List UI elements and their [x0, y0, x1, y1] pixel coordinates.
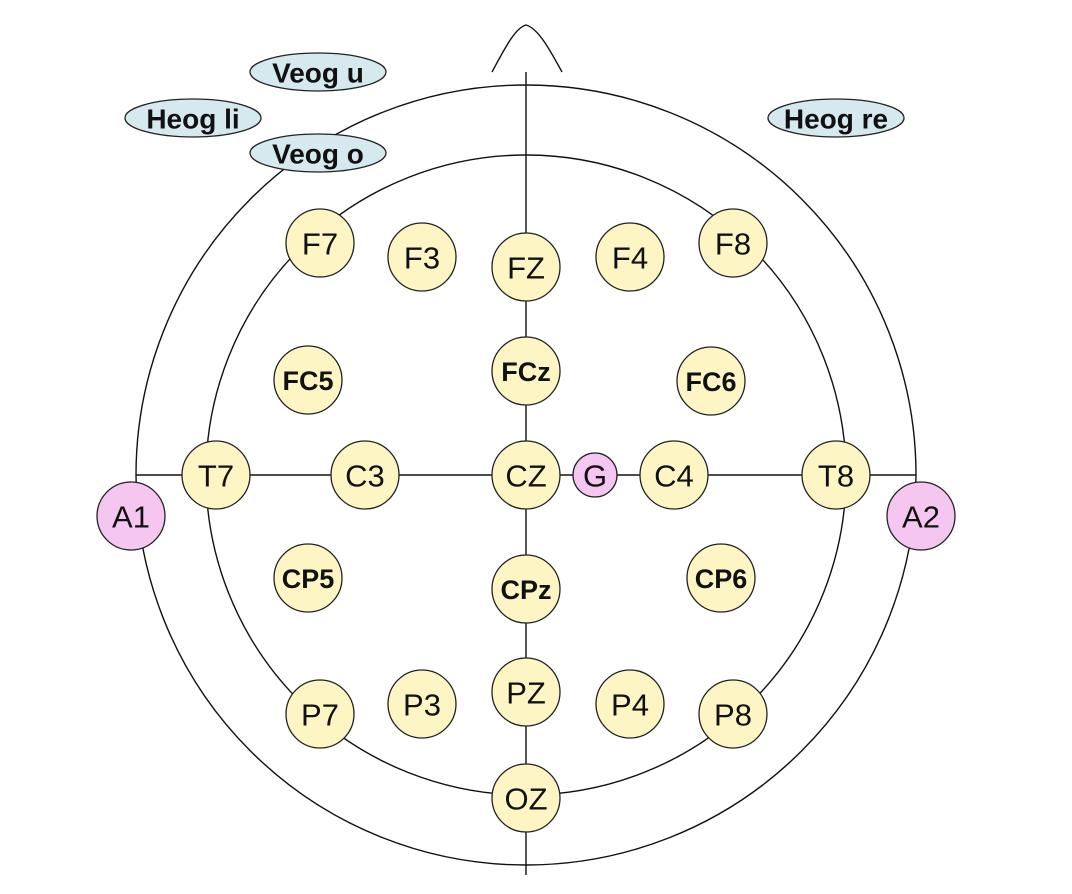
- eog-text: Heog li: [146, 104, 239, 135]
- electrode-marker: [491, 657, 561, 727]
- electrode-marker: [639, 440, 709, 510]
- eog-text: Veog o: [272, 139, 364, 170]
- electrode-f7: F7: [285, 208, 355, 278]
- electrode-marker: [491, 554, 561, 624]
- electrode-label: T8: [818, 459, 854, 494]
- electrode-label: F8: [715, 227, 751, 262]
- electrode-marker: [676, 346, 746, 416]
- electrode-marker: [686, 543, 756, 613]
- electrode-a2: A2: [886, 481, 956, 551]
- electrode-cz: CZ: [491, 440, 561, 510]
- electrode-f4: F4: [595, 222, 665, 292]
- electrode-fz: FZ: [491, 232, 561, 302]
- electrode-label: P7: [301, 698, 339, 733]
- electrode-marker: [181, 440, 251, 510]
- electrode-label: P4: [611, 688, 649, 723]
- eog-label-heog-re: Heog re: [767, 98, 905, 138]
- eog-label-veog-u: Veog u: [249, 52, 387, 92]
- electrode-fc5: FC5: [273, 345, 343, 415]
- electrode-marker: [698, 208, 768, 278]
- eog-text: Veog u: [272, 58, 364, 89]
- electrode-label: FC6: [685, 367, 736, 397]
- eog-text: Heog re: [784, 104, 888, 135]
- electrode-p4: P4: [595, 669, 665, 739]
- electrode-label: P8: [714, 698, 752, 733]
- electrode-p7: P7: [285, 679, 355, 749]
- electrode-c4: C4: [639, 440, 709, 510]
- electrode-t8: T8: [801, 440, 871, 510]
- electrode-marker: [491, 763, 561, 833]
- electrode-label: C4: [654, 459, 694, 494]
- electrode-marker: [572, 452, 618, 498]
- electrode-marker: [387, 669, 457, 739]
- electrode-cpz: CPz: [491, 554, 561, 624]
- electrode-label: FCz: [501, 357, 551, 387]
- electrode-fcz: FCz: [491, 336, 561, 406]
- electrode-p8: P8: [698, 679, 768, 749]
- electrode-f3: F3: [387, 222, 457, 292]
- electrode-c3: C3: [330, 440, 400, 510]
- electrode-cp5: CP5: [273, 543, 343, 613]
- eog-label-heog-li: Heog li: [124, 98, 262, 138]
- electrode-marker: [96, 481, 166, 551]
- eog-ellipse: [767, 98, 905, 138]
- electrode-label: G: [583, 459, 607, 494]
- electrode-marker: [330, 440, 400, 510]
- electrode-label: F3: [404, 241, 440, 276]
- electrode-label: PZ: [506, 676, 546, 711]
- electrode-marker: [801, 440, 871, 510]
- electrode-marker: [491, 440, 561, 510]
- electrode-label: C3: [345, 459, 385, 494]
- eog-ellipse: [124, 98, 262, 138]
- electrode-marker: [698, 679, 768, 749]
- electrode-label: FC5: [282, 366, 333, 396]
- electrode-marker: [285, 679, 355, 749]
- electrode-label: CPz: [500, 575, 551, 605]
- eog-label-veog-o: Veog o: [249, 133, 387, 173]
- electrode-a1: A1: [96, 481, 166, 551]
- electrode-oz: OZ: [491, 763, 561, 833]
- electrode-marker: [273, 543, 343, 613]
- electrode-marker: [595, 222, 665, 292]
- electrode-marker: [595, 669, 665, 739]
- eog-ellipse: [249, 52, 387, 92]
- electrode-fc6: FC6: [676, 346, 746, 416]
- electrode-marker: [491, 336, 561, 406]
- eog-labels: Veog u Heog li Veog o Heog re: [124, 52, 905, 173]
- electrode-label: OZ: [504, 782, 547, 817]
- eog-ellipse: [249, 133, 387, 173]
- electrode-f8: F8: [698, 208, 768, 278]
- electrode-label: A2: [902, 500, 940, 535]
- electrode-marker: [285, 208, 355, 278]
- electrode-marker: [273, 345, 343, 415]
- electrode-label: CP5: [282, 564, 335, 594]
- electrode-label: A1: [112, 500, 150, 535]
- nose-outline: [491, 24, 563, 73]
- electrode-t7: T7: [181, 440, 251, 510]
- electrode-label: FZ: [507, 251, 545, 286]
- electrode-label: P3: [403, 688, 441, 723]
- electrode-marker: [886, 481, 956, 551]
- electrode-marker: [387, 222, 457, 292]
- electrode-g: G: [572, 452, 618, 498]
- electrode-p3: P3: [387, 669, 457, 739]
- electrode-pz: PZ: [491, 657, 561, 727]
- electrode-marker: [491, 232, 561, 302]
- electrode-label: F4: [612, 241, 648, 276]
- electrode-label: CZ: [505, 459, 546, 494]
- electrode-label: CP6: [695, 564, 748, 594]
- electrode-label: T7: [198, 459, 234, 494]
- electrode-cp6: CP6: [686, 543, 756, 613]
- electrode-label: F7: [302, 227, 338, 262]
